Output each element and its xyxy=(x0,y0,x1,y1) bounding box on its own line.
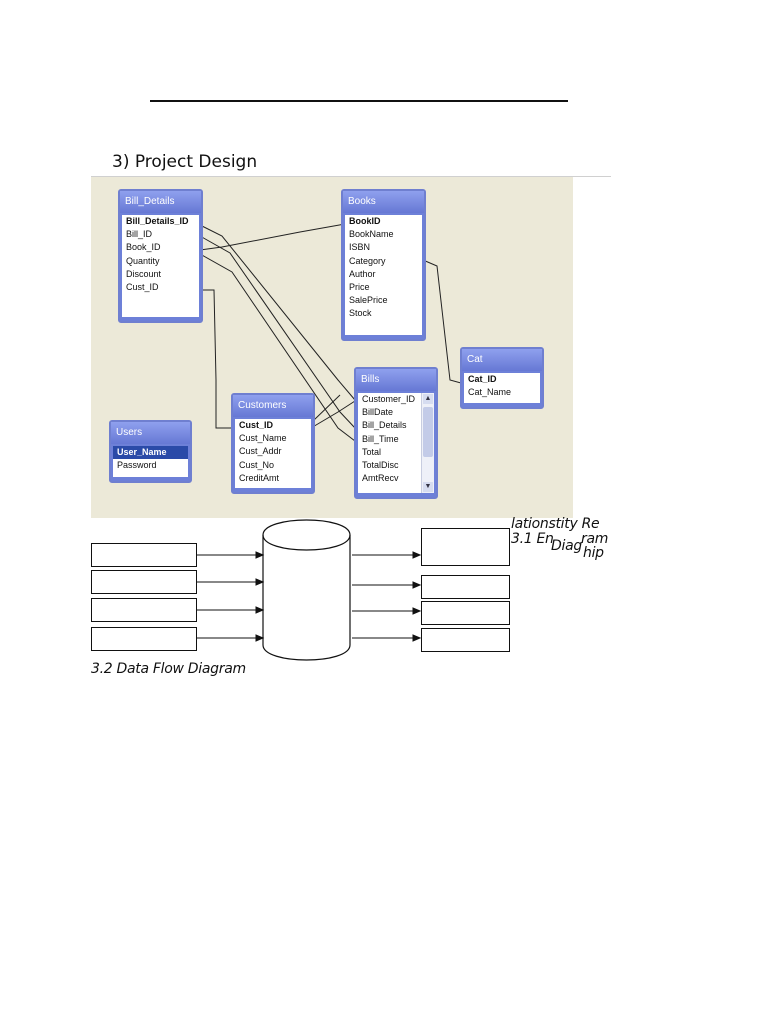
table-customers: Customers Cust_ID Cust_Name Cust_Addr Cu… xyxy=(231,393,315,494)
er-canvas-top-border xyxy=(91,176,611,177)
rel-billid xyxy=(199,224,356,401)
field-cust-id: Cust_ID xyxy=(239,420,274,430)
field-user-name: User_Name xyxy=(113,446,188,460)
scroll-thumb[interactable] xyxy=(423,407,433,457)
bills-scrollbar[interactable]: ▲ ▼ xyxy=(421,393,434,493)
dfd-source-box-4 xyxy=(91,627,197,651)
field-bill-date: BillDate xyxy=(362,407,394,418)
rel-cust-bill xyxy=(310,400,356,429)
field-credit-amt: CreditAmt xyxy=(239,472,280,483)
field-book-id: Book_ID xyxy=(126,242,161,253)
dfd-output-box-1 xyxy=(421,528,510,566)
table-fields: User_Name Password xyxy=(113,446,188,477)
table-title: Books xyxy=(343,191,424,213)
table-title: Users xyxy=(111,422,190,444)
field-bill-details-id: Bill_Details_ID xyxy=(126,216,189,226)
table-bill-details: Bill_Details Bill_Details_ID Bill_ID Boo… xyxy=(118,189,203,323)
field-cat-name: Cat_Name xyxy=(468,387,512,398)
dfd-source-box-3 xyxy=(91,598,197,622)
rel-billdetails xyxy=(199,235,356,429)
field-total-disc: TotalDisc xyxy=(362,460,399,471)
field-discount: Discount xyxy=(126,268,162,279)
er-caption-line3: hip xyxy=(583,545,604,561)
table-books: Books BookID BookName ISBN Category Auth… xyxy=(341,189,426,341)
table-title: Bills xyxy=(356,369,436,391)
rel-custid-bd xyxy=(200,289,233,429)
scroll-down-icon[interactable]: ▼ xyxy=(423,482,433,492)
dfd-output-box-4 xyxy=(421,628,510,652)
table-title: Bill_Details xyxy=(120,191,201,213)
field-quantity: Quantity xyxy=(126,255,160,266)
field-total: Total xyxy=(362,446,382,457)
dfd-caption: 3.2 Data Flow Diagram xyxy=(91,661,246,677)
field-bill-time: Bill_Time xyxy=(362,433,399,444)
rel-bookid xyxy=(199,223,346,251)
table-fields: Customer_ID BillDate Bill_Details Bill_T… xyxy=(358,393,434,493)
field-sale-price: SalePrice xyxy=(349,295,388,306)
field-category: Category xyxy=(349,255,386,266)
section-heading: 3) Project Design xyxy=(112,152,258,172)
table-cat: Cat Cat_ID Cat_Name xyxy=(460,347,544,409)
table-users: Users User_Name Password xyxy=(109,420,192,483)
field-stock: Stock xyxy=(349,308,372,319)
field-cust-no: Cust_No xyxy=(239,459,275,470)
field-book-name: BookName xyxy=(349,229,394,240)
field-password: Password xyxy=(117,460,157,471)
table-fields: Bill_Details_ID Bill_ID Book_ID Quantity… xyxy=(122,215,199,317)
field-cust-addr: Cust_Addr xyxy=(239,446,282,457)
dfd-source-box-1 xyxy=(91,543,197,567)
field-bill-id: Bill_ID xyxy=(126,229,153,240)
rel-customers-bills xyxy=(313,394,341,421)
dfd-cylinder-top xyxy=(262,519,351,551)
table-fields: BookID BookName ISBN Category Author Pri… xyxy=(345,215,422,335)
scroll-up-icon[interactable]: ▲ xyxy=(423,394,433,404)
field-cust-id: Cust_ID xyxy=(126,282,159,293)
field-isbn: ISBN xyxy=(349,242,371,253)
rel-cat xyxy=(422,259,462,384)
field-cust-name: Cust_Name xyxy=(239,433,287,444)
header-rule xyxy=(150,100,568,102)
er-caption-line2a: 3.1 En xyxy=(511,531,554,547)
table-bills: Bills Customer_ID BillDate Bill_Details … xyxy=(354,367,438,499)
dfd-source-box-2 xyxy=(91,570,197,594)
dfd-output-box-2 xyxy=(421,575,510,599)
er-caption-line1: lationstity Re xyxy=(511,516,600,532)
field-cat-id: Cat_ID xyxy=(468,374,497,384)
table-fields: Cust_ID Cust_Name Cust_Addr Cust_No Cred… xyxy=(235,419,311,488)
table-title: Cat xyxy=(462,349,542,371)
field-amt-recv: AmtRecv xyxy=(362,473,399,484)
dfd-output-box-3 xyxy=(421,601,510,625)
field-author: Author xyxy=(349,268,376,279)
table-title: Customers xyxy=(233,395,313,417)
table-fields: Cat_ID Cat_Name xyxy=(464,373,540,403)
field-customer-id: Customer_ID xyxy=(362,394,416,404)
field-bill-details: Bill_Details xyxy=(362,420,407,431)
er-caption-line2c: ram xyxy=(581,531,609,547)
rel-billid-2 xyxy=(199,253,356,442)
dfd-cylinder-body xyxy=(262,535,351,661)
er-caption-line2b: Diag xyxy=(551,538,582,554)
field-book-id: BookID xyxy=(349,216,381,226)
field-price: Price xyxy=(349,282,370,293)
